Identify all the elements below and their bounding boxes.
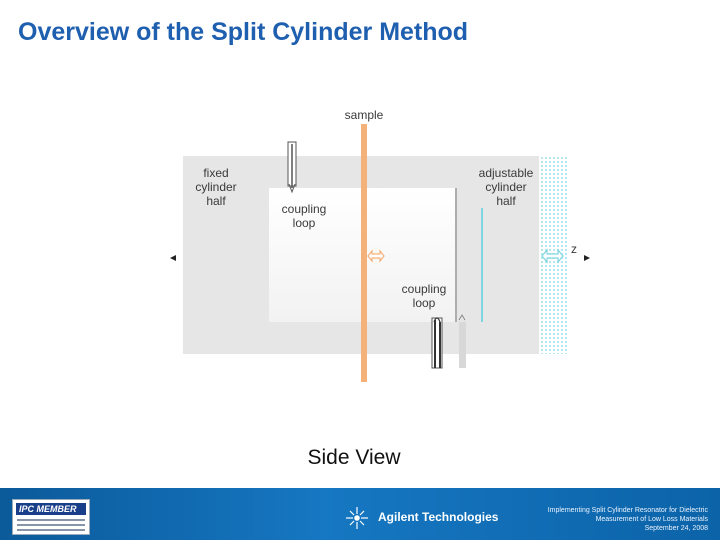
label-z-axis: z: [571, 242, 577, 256]
adjustable-shift-arrow: [541, 248, 564, 264]
small-stub: [459, 322, 466, 368]
label-coupling-loop-top: coupling loop: [281, 202, 327, 230]
right-axis-arrow: [584, 255, 590, 261]
coupling-probe-top: [287, 141, 297, 194]
footnote-line-2: Measurement of Low Loss Materials: [595, 516, 708, 523]
coupling-probe-bottom: [431, 317, 443, 369]
label-fixed-half: fixed cylinder half: [195, 166, 237, 208]
caption-side-view: Side View: [307, 446, 401, 469]
sample-bar: [361, 124, 367, 382]
footnote-line-1: Implementing Split Cylinder Resonator fo…: [547, 507, 708, 514]
sample-shift-arrow: [367, 249, 385, 263]
label-coupling-loop-bottom: coupling loop: [401, 282, 447, 310]
ipc-member-badge: IPC MEMBER: [12, 499, 90, 535]
label-adjustable-half: adjustable cylinder half: [478, 166, 534, 208]
label-sample: sample: [344, 108, 384, 122]
footnote-line-3: September 24, 2008: [644, 525, 708, 532]
left-axis-arrow: [170, 255, 176, 261]
brand-name: Agilent Technologies: [378, 510, 499, 524]
slide-title: Overview of the Split Cylinder Method: [18, 18, 469, 46]
ipc-badge-title: IPC MEMBER: [16, 503, 86, 515]
footer-band: [0, 488, 720, 540]
agilent-spark-icon: [346, 507, 368, 529]
ipc-badge-lines: [17, 519, 85, 534]
footer-footnote: Implementing Split Cylinder Resonator fo…: [548, 506, 708, 533]
